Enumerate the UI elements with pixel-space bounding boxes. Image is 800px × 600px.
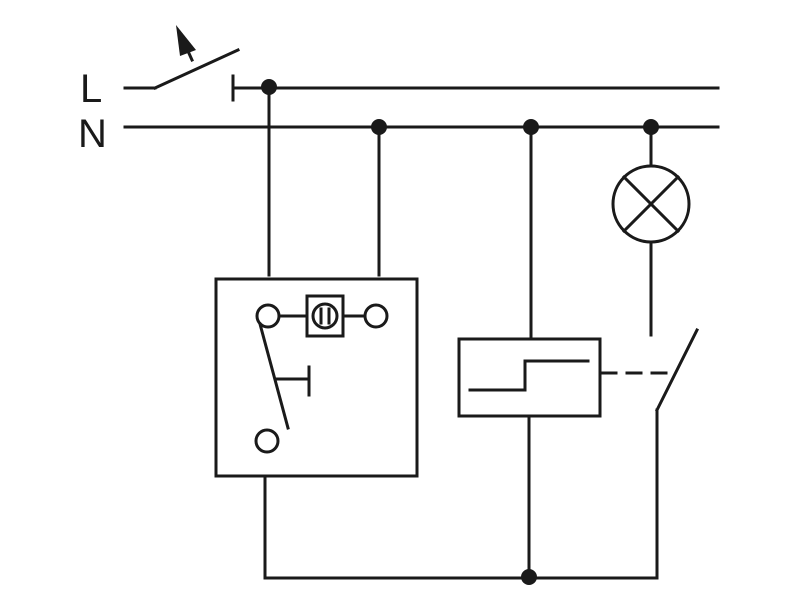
main-switch: [123, 25, 240, 102]
neutral-line-label: N: [78, 112, 107, 156]
arrow-icon: [176, 25, 196, 56]
pushbutton-module: [214, 277, 419, 478]
switch-contact: [258, 322, 290, 430]
terminal-icon: [254, 428, 280, 454]
step-function-icon: [468, 359, 590, 392]
lamp-icon: [611, 164, 691, 244]
terminal-icon: [363, 303, 389, 329]
live-line-label: L: [80, 67, 102, 111]
relay-contact: [600, 327, 700, 580]
time-relay: [457, 337, 602, 418]
